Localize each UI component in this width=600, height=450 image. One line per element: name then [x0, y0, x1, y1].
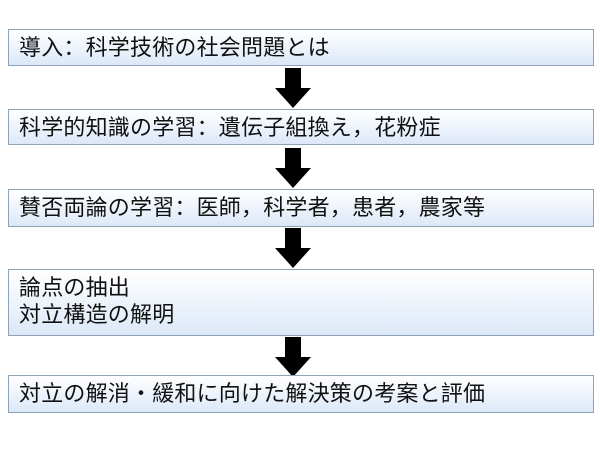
step-box-issue-extraction: 論点の抽出 対立構造の解明: [8, 269, 594, 336]
down-arrow-icon: [275, 148, 311, 188]
step-box-introduction: 導入：科学技術の社会問題とは: [8, 29, 594, 66]
step-text-line-2: 対立構造の解明: [19, 303, 175, 328]
down-arrow-icon: [275, 68, 311, 108]
step-text-line-1: 論点の抽出: [19, 276, 131, 301]
step-text: 賛否両論の学習：医師，科学者，患者，農家等: [19, 196, 486, 221]
step-text: 科学的知識の学習：遺伝子組換え，花粉症: [19, 116, 441, 141]
down-arrow-icon: [275, 228, 311, 268]
step-box-solution-evaluation: 対立の解消・緩和に向けた解決策の考案と評価: [8, 375, 594, 413]
step-text: 対立の解消・緩和に向けた解決策の考案と評価: [19, 382, 486, 407]
step-box-scientific-knowledge: 科学的知識の学習：遺伝子組換え，花粉症: [8, 109, 594, 145]
step-text: 導入：科学技術の社会問題とは: [19, 36, 330, 61]
step-box-pros-and-cons: 賛否両論の学習：医師，科学者，患者，農家等: [8, 189, 594, 227]
down-arrow-icon: [275, 337, 311, 377]
